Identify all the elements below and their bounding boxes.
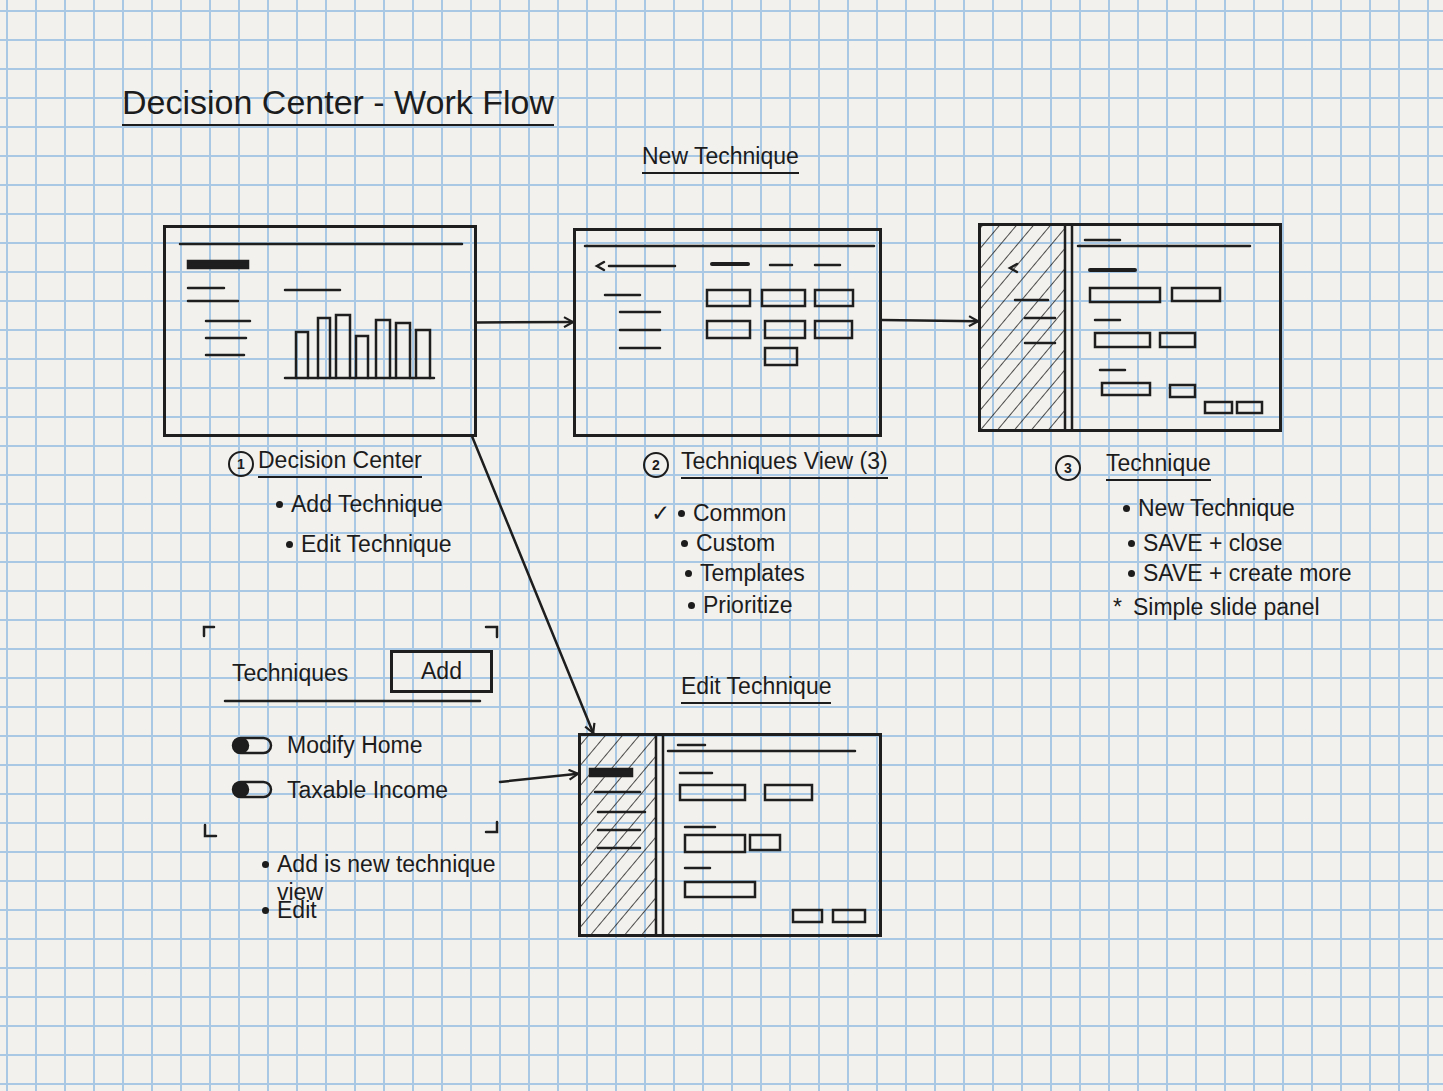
heading-text: New Technique <box>642 142 799 174</box>
note-text: SAVE + close <box>1143 529 1283 557</box>
note-text: Add Technique <box>291 490 443 518</box>
heading-text: Technique <box>1106 449 1211 481</box>
heading-text: Edit Technique <box>681 672 831 704</box>
callout-number: 1 <box>228 451 254 477</box>
button-box: Add <box>390 650 493 693</box>
note-text: Prioritize <box>703 591 792 619</box>
heading-text: Decision Center <box>258 446 422 478</box>
bullet-dot <box>276 501 283 508</box>
screen-wireframe: Edit Technique <box>578 733 882 937</box>
bullet-dot <box>685 570 692 577</box>
screen-wireframe: 1Decision CenterAdd TechniqueEdit Techni… <box>163 225 477 437</box>
note-text: New Technique <box>1138 494 1295 522</box>
bullet-dot <box>1123 505 1130 512</box>
note-text: Edit <box>277 896 317 924</box>
screen-wireframe: 2Techniques View (3)✓CommonCustomTemplat… <box>573 228 882 437</box>
screen-wireframe: 3TechniqueNew TechniqueSAVE + closeSAVE … <box>978 223 1282 432</box>
note-text: Custom <box>696 529 775 557</box>
bullet-dot <box>681 540 688 547</box>
note-text: SAVE + create more <box>1143 559 1352 587</box>
panel-group: TechniquesModify HomeTaxable Income Add <box>200 625 500 840</box>
button-label: Add <box>393 653 490 690</box>
note-text: Simple slide panel <box>1133 593 1320 621</box>
note-text: Modify Home <box>287 731 422 759</box>
note-text: * <box>1113 593 1122 621</box>
note-text: Techniques <box>232 659 348 687</box>
heading-text: Techniques View (3) <box>681 447 888 479</box>
diagram-title: Decision Center - Work Flow <box>122 82 554 126</box>
note-text: Edit Technique <box>301 530 451 558</box>
flow-arrow <box>882 320 978 321</box>
callout-number: 3 <box>1055 455 1081 481</box>
bullet-dot <box>678 510 685 517</box>
bullet-dot <box>262 861 269 868</box>
note-text: ✓ <box>651 499 670 527</box>
bullet-dot <box>286 541 293 548</box>
bullet-dot <box>1128 570 1135 577</box>
note-text: Taxable Income <box>287 776 448 804</box>
callout-number: 2 <box>643 452 669 478</box>
bullet-dot <box>688 602 695 609</box>
flow-arrow <box>500 774 578 782</box>
bullet-dot <box>1128 540 1135 547</box>
bullet-dot <box>262 907 269 914</box>
flow-arrow <box>477 321 573 324</box>
note-text: Templates <box>700 559 805 587</box>
note-text: Common <box>693 499 786 527</box>
